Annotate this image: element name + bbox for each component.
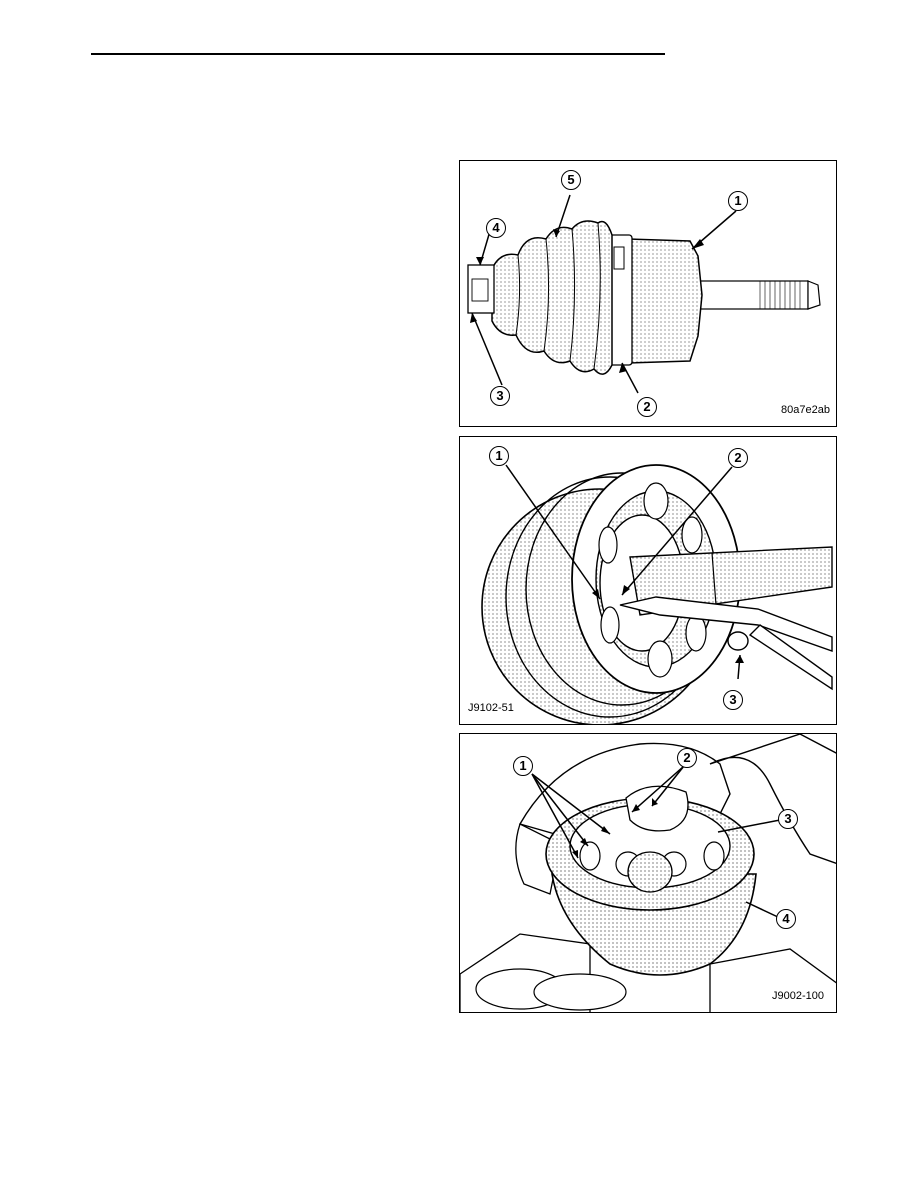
snap-ring-illustration — [481, 464, 833, 724]
callout-3: 3 — [723, 690, 743, 710]
callout-5: 5 — [561, 170, 581, 190]
callout-3: 3 — [490, 386, 510, 406]
header-rule — [91, 53, 665, 55]
figure-snap-ring-removal: 1 2 3 J9102-51 — [459, 436, 837, 725]
callout-4: 4 — [776, 909, 796, 929]
figure-code: 80a7e2ab — [781, 404, 830, 416]
callout-1: 1 — [728, 191, 748, 211]
figure-boot-assembly: 1 2 3 4 5 80a7e2ab — [459, 160, 837, 427]
figure-code: J9002-100 — [772, 990, 824, 1002]
callout-2: 2 — [637, 397, 657, 417]
callout-2: 2 — [677, 748, 697, 768]
figure-code: J9102-51 — [468, 702, 514, 714]
bearing-illustration — [460, 734, 836, 1012]
callout-3: 3 — [778, 809, 798, 829]
figure-bearing-removal: 1 2 3 4 J9002-100 — [459, 733, 837, 1013]
boot-illustration — [467, 194, 821, 394]
callout-4: 4 — [486, 218, 506, 238]
callout-2: 2 — [728, 448, 748, 468]
callout-1: 1 — [513, 756, 533, 776]
callout-1: 1 — [489, 446, 509, 466]
